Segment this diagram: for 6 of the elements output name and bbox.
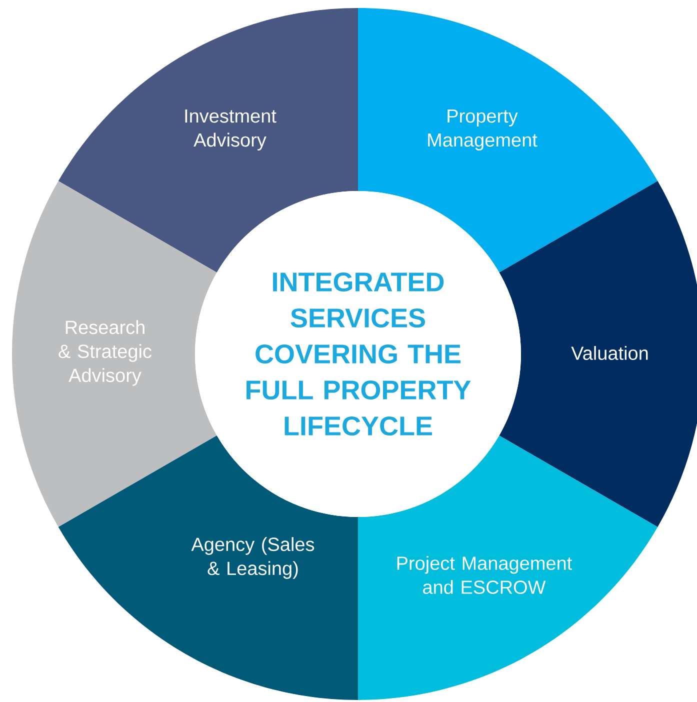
segment: Valuation	[499, 181, 697, 527]
segment: Project Management and ESCROW	[358, 436, 658, 700]
segment: Agency (Sales & Leasing)	[58, 436, 358, 700]
segment: Research & Strategic Advisory	[12, 181, 217, 527]
segment: Property Management	[358, 8, 658, 272]
segment: Investment Advisory	[58, 8, 358, 272]
